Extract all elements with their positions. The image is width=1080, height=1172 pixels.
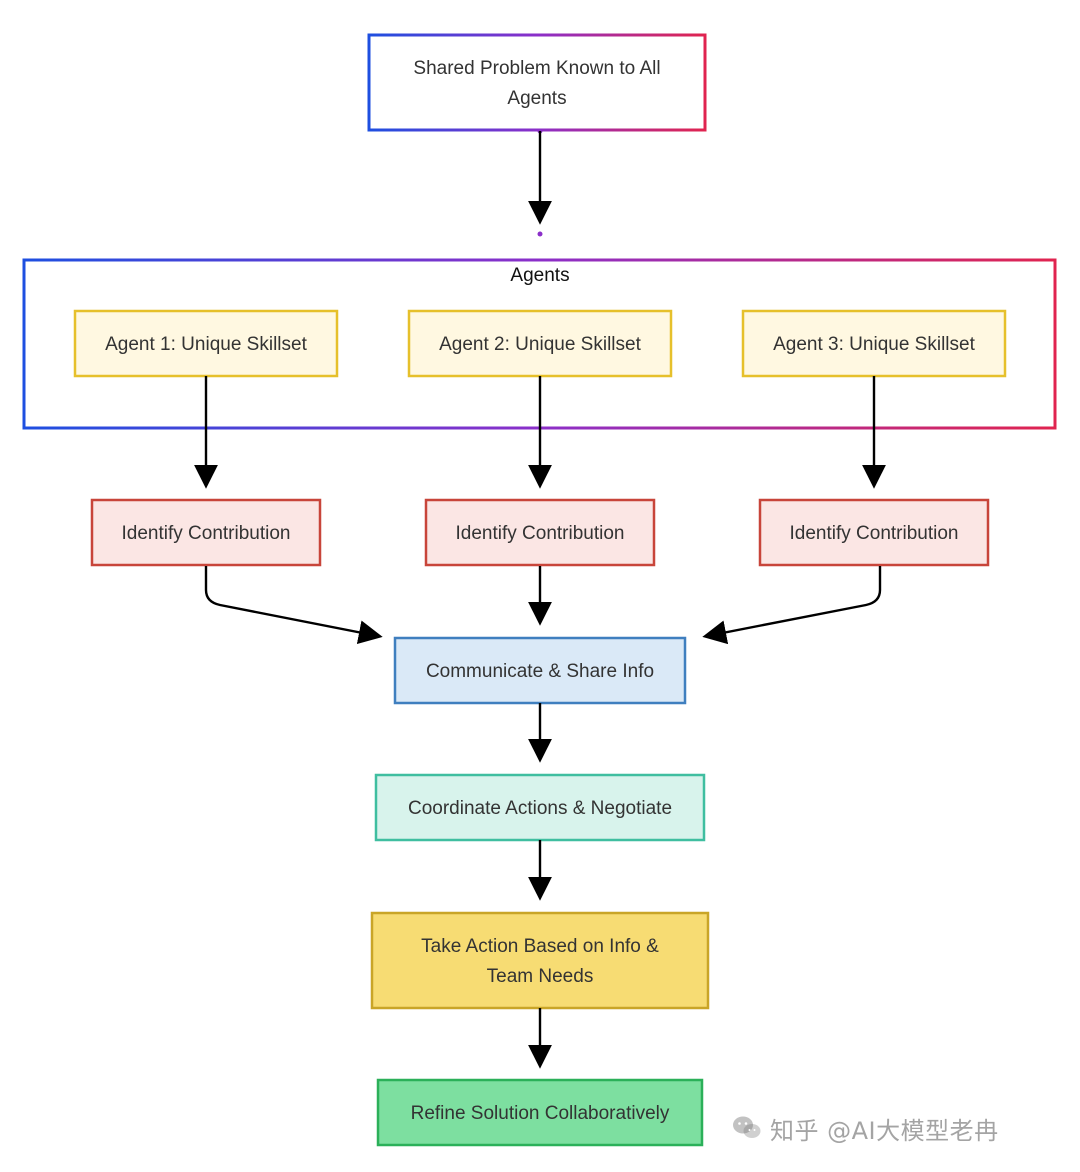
arrow-contrib3-to-communicate (702, 566, 882, 645)
contribution-node-1: Identify Contribution (90, 498, 322, 567)
shared-problem-line1: Shared Problem Known to All (413, 58, 660, 79)
take-action-node: Take Action Based on Info & Team Needs (370, 911, 710, 1010)
watermark-text: 知乎 @AI大模型老冉 (770, 1116, 999, 1145)
communicate-label: Communicate & Share Info (426, 661, 654, 682)
communicate-node: Communicate & Share Info (393, 636, 687, 705)
shared-problem-line2: Agents (507, 88, 566, 109)
contribution-1-label: Identify Contribution (122, 523, 291, 544)
contribution-3-label: Identify Contribution (790, 523, 959, 544)
arrow-contrib1-to-communicate (204, 566, 383, 645)
agent-node-1: Agent 1: Unique Skillset (73, 309, 339, 378)
contribution-node-2: Identify Contribution (424, 498, 656, 567)
watermark: 知乎 @AI大模型老冉 (732, 1110, 999, 1146)
svg-text:Agents: Agents (507, 88, 566, 109)
agent-node-3: Agent 3: Unique Skillset (741, 309, 1007, 378)
agent-1-label: Agent 1: Unique Skillset (105, 334, 307, 355)
coordinate-node: Coordinate Actions & Negotiate (374, 773, 706, 842)
refine-label: Refine Solution Collaboratively (411, 1103, 670, 1124)
wechat-icon (733, 1116, 761, 1138)
contribution-node-3: Identify Contribution (758, 498, 990, 567)
shared-problem-node: Shared Problem Known to All Agents (367, 33, 707, 132)
agent-2-label: Agent 2: Unique Skillset (439, 334, 641, 355)
agent-3-label: Agent 3: Unique Skillset (773, 334, 975, 355)
agents-group-title: Agents (510, 265, 569, 286)
take-action-line1: Take Action Based on Info & (421, 936, 659, 957)
svg-text:Shared Problem Known to All: Shared Problem Known to All (413, 58, 660, 79)
coordinate-label: Coordinate Actions & Negotiate (408, 798, 672, 819)
agent-node-2: Agent 2: Unique Skillset (407, 309, 673, 378)
refine-node: Refine Solution Collaboratively (376, 1078, 704, 1147)
arrow-problem-to-agents (528, 128, 552, 237)
take-action-line2: Team Needs (487, 966, 594, 987)
contribution-2-label: Identify Contribution (456, 523, 625, 544)
